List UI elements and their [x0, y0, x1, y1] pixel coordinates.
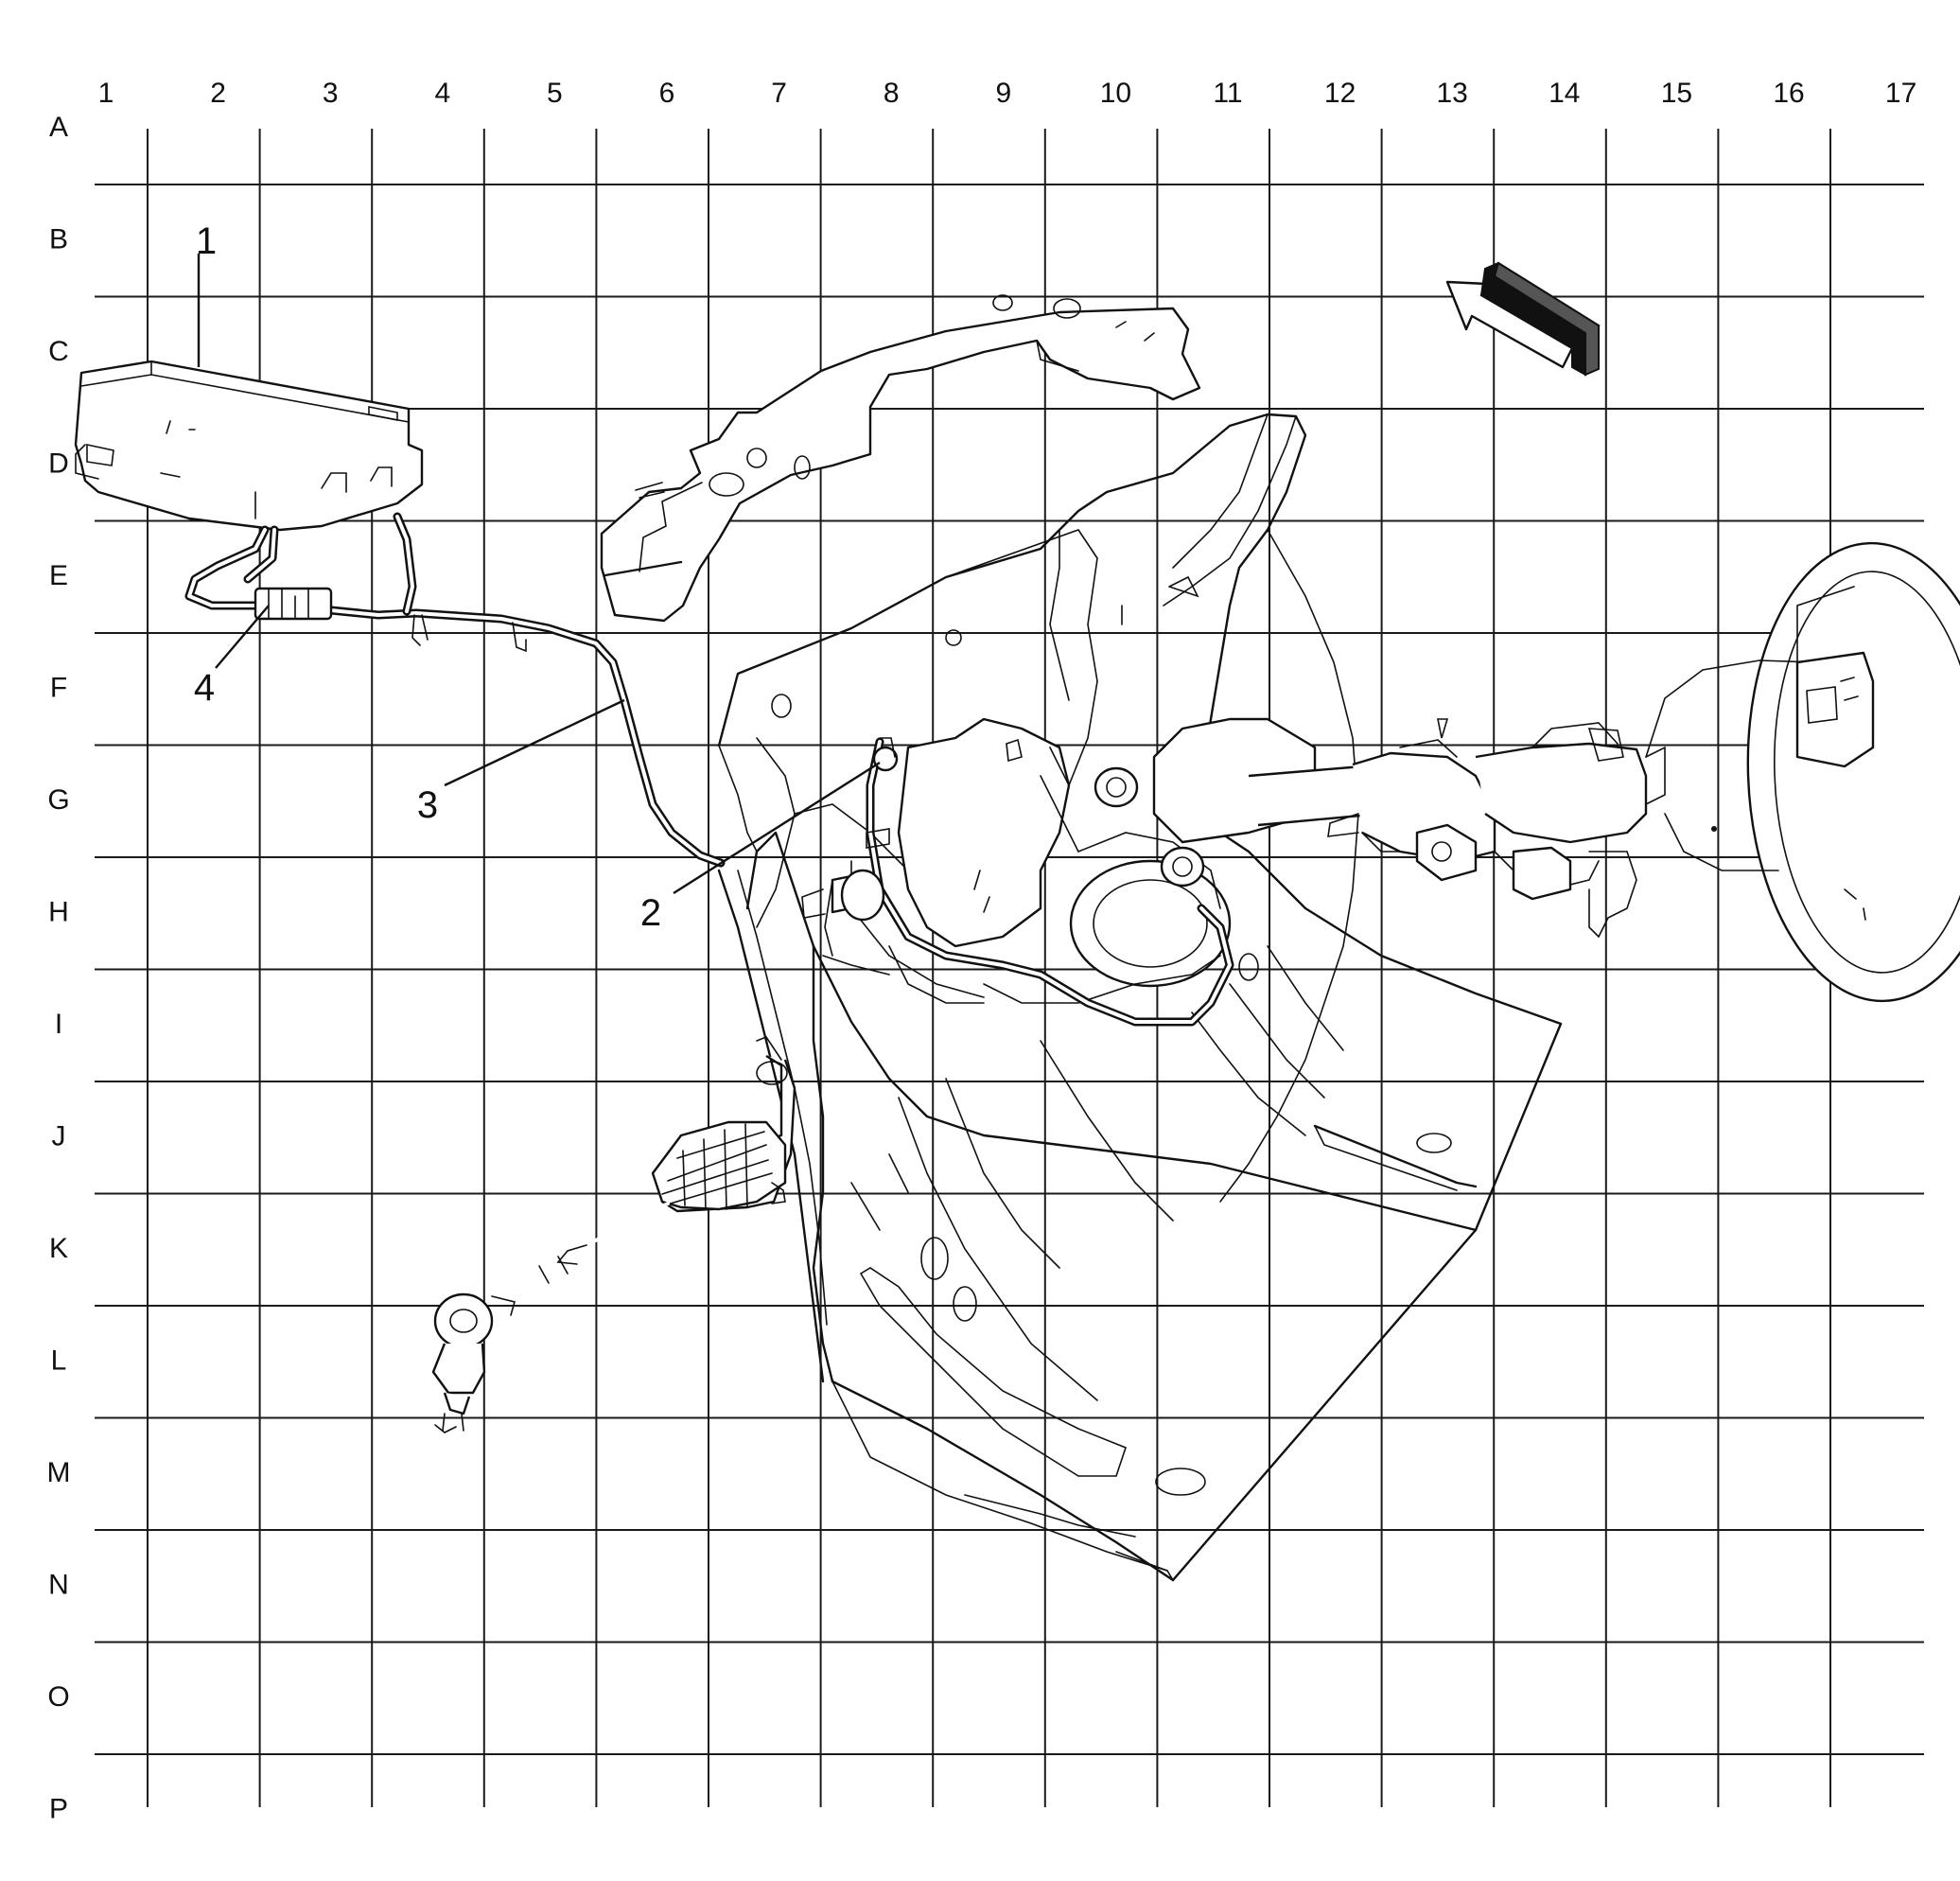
grid-row-label: M: [47, 1457, 71, 1488]
grid-row-label: P: [49, 1794, 68, 1825]
grid-column-label: 8: [884, 78, 900, 109]
grid-column-label: 11: [1213, 78, 1242, 109]
grid-row-label: F: [50, 673, 67, 704]
callout-1: 1: [196, 220, 217, 262]
grid-row-label: C: [48, 336, 69, 367]
grid-row-label: B: [49, 224, 68, 255]
intermediate-steering-shaft: [801, 869, 885, 922]
callout-leaders: [197, 254, 881, 895]
grid-row-label: D: [48, 448, 69, 480]
control-module-part-1: [74, 360, 424, 532]
front-wheelhouse-panel: [717, 737, 909, 1383]
ground-terminal-part-2: [866, 737, 1023, 849]
grid-row-label: N: [48, 1570, 69, 1601]
callout-3-leader: [444, 698, 625, 787]
wiring-harness-part-3: [184, 512, 726, 868]
wiring-harness-center: [822, 737, 1234, 1027]
dash-panel: [717, 413, 1359, 1203]
grid-column-label: 17: [1885, 78, 1916, 109]
floor-pan: [745, 831, 1563, 1582]
callout-4-leader: [215, 605, 270, 669]
grid-column-label: 13: [1437, 78, 1468, 109]
grid-column-label: 16: [1773, 78, 1804, 109]
connector-part-4: [254, 587, 333, 621]
grid-row-label: O: [47, 1681, 69, 1713]
grid-column-label: 2: [210, 78, 226, 109]
grid-row-label: I: [55, 1009, 62, 1040]
grid-column-label: 10: [1100, 78, 1131, 109]
grid-row-label: E: [49, 560, 68, 591]
callout-4: 4: [194, 667, 215, 709]
grid-column-label: 3: [323, 78, 339, 109]
grid-column-label: 7: [771, 78, 787, 109]
grid-column-label: 5: [547, 78, 563, 109]
grid-row-label: J: [52, 1121, 66, 1152]
steering-column: [1248, 718, 1666, 939]
callout-2: 2: [640, 892, 661, 934]
grid-row-labels: A B C D E F G H I J K L M N O P: [47, 112, 71, 1825]
grid-column-label: 15: [1661, 78, 1692, 109]
grid-row-label: K: [49, 1233, 68, 1264]
grid-column-label: 14: [1549, 78, 1580, 109]
grid-column-label: 9: [995, 78, 1011, 109]
steering-wheel: [1645, 541, 1960, 1003]
callout-2-leader: [673, 761, 881, 895]
front-direction-arrow-icon: [1445, 261, 1601, 377]
grid-column-label: 1: [98, 78, 114, 109]
grid-row-label: H: [48, 897, 69, 928]
steering-rack-assembly: [431, 1036, 796, 1433]
grid-column-label: 12: [1324, 78, 1356, 109]
upper-support-bracket: [600, 294, 1201, 623]
grid-row-label: A: [49, 112, 68, 143]
grid-column-label: 4: [434, 78, 450, 109]
grid-row-label: L: [51, 1345, 67, 1377]
grid-column-label: 6: [659, 78, 675, 109]
grid-row-label: G: [47, 784, 69, 816]
callout-3: 3: [417, 784, 438, 826]
